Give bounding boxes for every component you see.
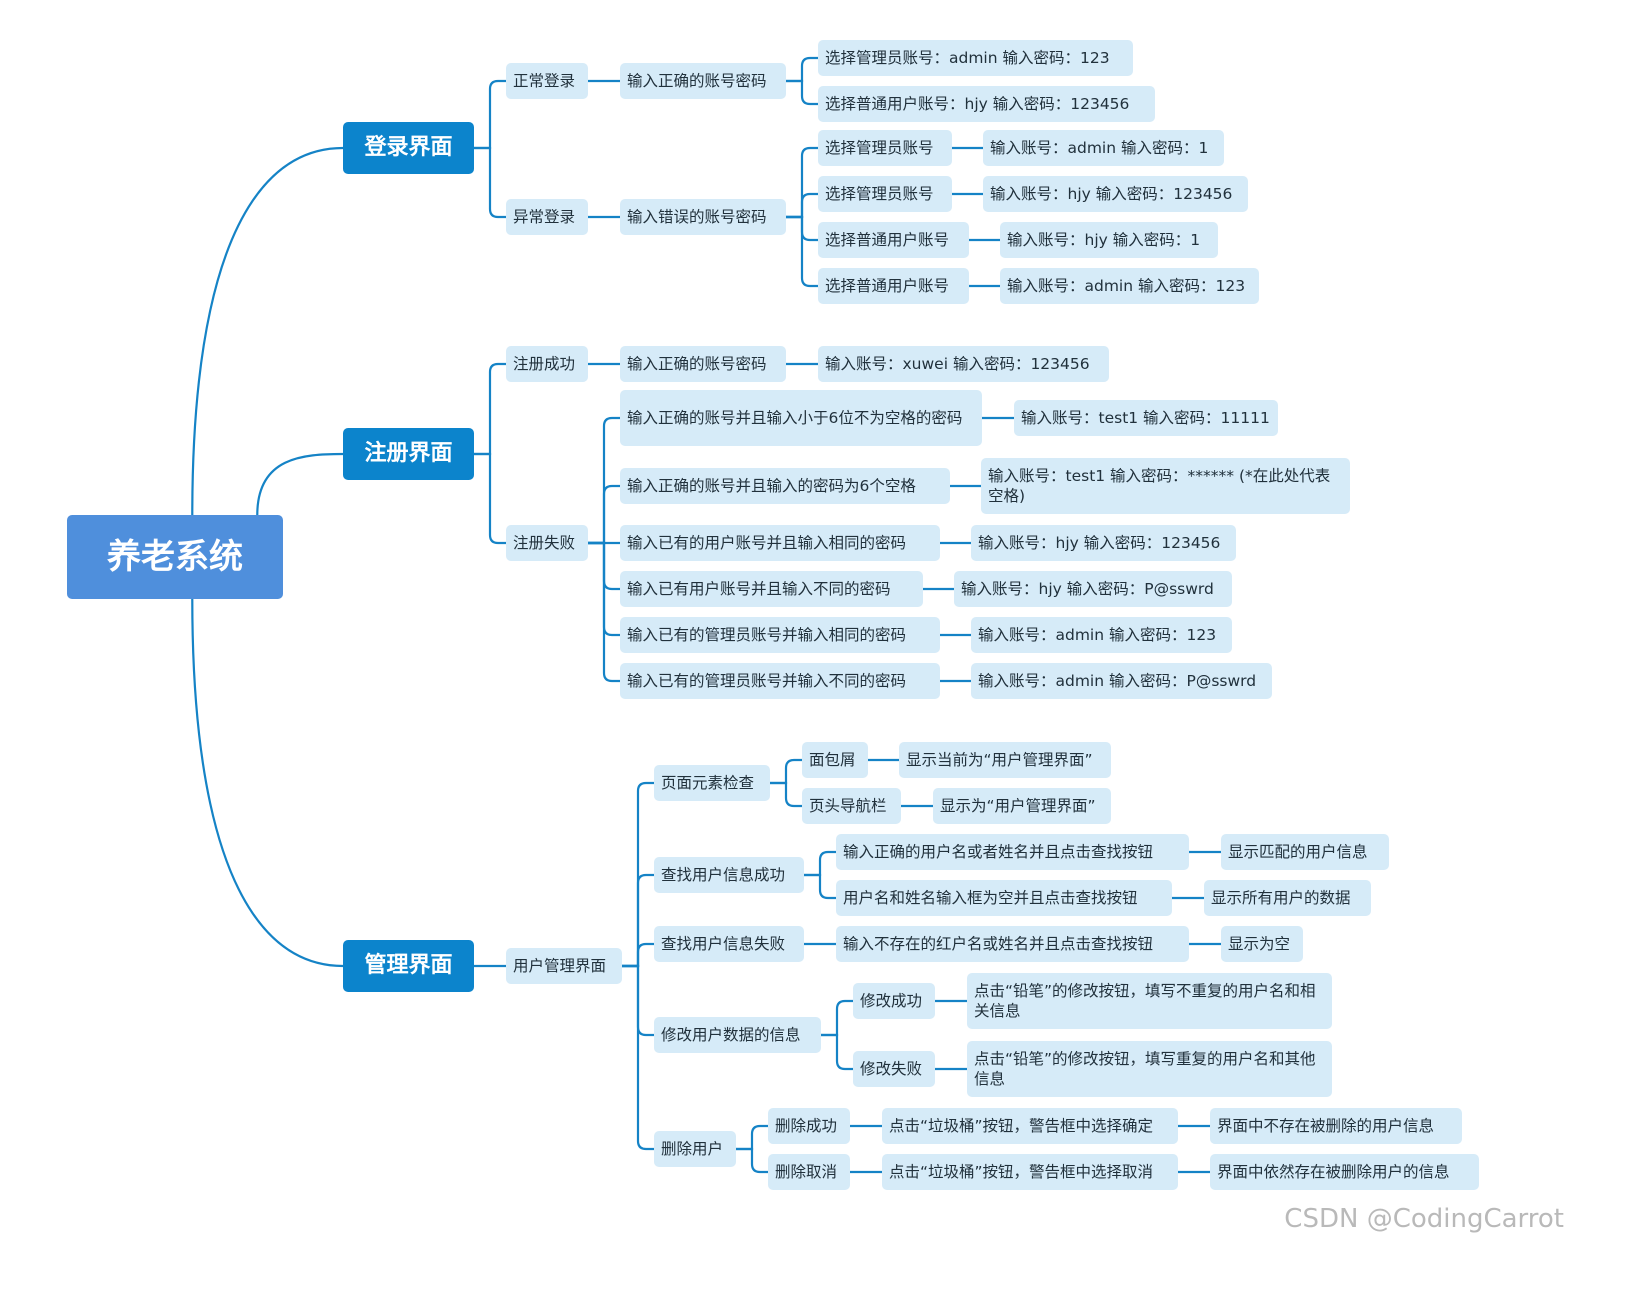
- link-branch-login-login-abnormal: [472, 146, 508, 219]
- link-branch-login-login-normal: [472, 79, 508, 150]
- link-login-abnormal-input-login-abnormal-type-2: [784, 192, 820, 219]
- search-fail-case[interactable]: 输入不存在的红户名或姓名并且点击查找按钮: [836, 926, 1189, 962]
- link-branch-register-register-fail: [472, 452, 508, 545]
- register-fail-input-5[interactable]: 输入已有的管理员账号并输入相同的密码: [620, 617, 940, 653]
- search-success-result-2[interactable]: 显示所有用户的数据: [1204, 880, 1371, 916]
- link-user-manage-page-search-fail: [620, 942, 656, 968]
- delete-success-action[interactable]: 点击“垃圾桶”按钮，警告框中选择确定: [882, 1108, 1178, 1144]
- modify-user-data[interactable]: 修改用户数据的信息: [654, 1017, 821, 1053]
- link-modify-user-data-modify-fail: [819, 1033, 855, 1071]
- link-search-success-search-success-case-1: [802, 850, 838, 877]
- register-fail-input-6[interactable]: 输入已有的管理员账号并输入不同的密码: [620, 663, 940, 699]
- login-abnormal-input[interactable]: 输入错误的账号密码: [620, 199, 786, 235]
- register-success-detail[interactable]: 输入账号：xuwei 输入密码：123456: [818, 346, 1109, 382]
- register-fail-detail-3[interactable]: 输入账号：hjy 输入密码：123456: [971, 525, 1236, 561]
- link-root-branch-login: [191, 146, 345, 517]
- check-header-nav-result[interactable]: 显示为“用户管理界面”: [933, 788, 1111, 824]
- modify-success-detail[interactable]: 点击“铅笔”的修改按钮，填写不重复的用户名和相关信息: [967, 973, 1332, 1029]
- check-breadcrumb-result[interactable]: 显示当前为“用户管理界面”: [899, 742, 1111, 778]
- login-abnormal-detail-3[interactable]: 输入账号：hjy 输入密码：1: [1000, 222, 1218, 258]
- user-manage-page[interactable]: 用户管理界面: [506, 948, 622, 984]
- login-abnormal-type-1[interactable]: 选择管理员账号: [818, 130, 952, 166]
- link-login-abnormal-input-login-abnormal-type-1: [784, 146, 820, 219]
- login-normal-input[interactable]: 输入正确的账号密码: [620, 63, 786, 99]
- login-normal[interactable]: 正常登录: [506, 63, 588, 99]
- link-modify-user-data-modify-success: [819, 999, 855, 1037]
- link-page-element-check-check-breadcrumb: [768, 758, 804, 785]
- watermark-text: CSDN @CodingCarrot: [1284, 1204, 1564, 1234]
- link-root-branch-register: [256, 452, 345, 517]
- link-login-normal-input-login-normal-case-admin: [784, 56, 820, 83]
- login-abnormal-detail-4[interactable]: 输入账号：admin 输入密码：123: [1000, 268, 1259, 304]
- link-login-normal-input-login-normal-case-user: [784, 79, 820, 106]
- search-success-result-1[interactable]: 显示匹配的用户信息: [1221, 834, 1389, 870]
- mindmap-canvas: 养老系统 登录界面 正常登录 输入正确的账号密码 选择管理员账号：admin 输…: [67, 40, 1564, 1234]
- register-fail-detail-2[interactable]: 输入账号：test1 输入密码：****** (*在此处代表空格): [981, 458, 1350, 514]
- register-fail-input-4[interactable]: 输入已有用户账号并且输入不同的密码: [620, 571, 923, 607]
- link-user-manage-page-modify-user-data: [620, 964, 656, 1037]
- link-user-manage-page-delete-user: [620, 964, 656, 1151]
- search-fail[interactable]: 查找用户信息失败: [654, 926, 804, 962]
- register-fail[interactable]: 注册失败: [506, 525, 588, 561]
- root-node[interactable]: 养老系统: [67, 515, 283, 599]
- search-success-case-1[interactable]: 输入正确的用户名或者姓名并且点击查找按钮: [836, 834, 1189, 870]
- login-normal-case-user[interactable]: 选择普通用户账号：hjy 输入密码：123456: [818, 86, 1155, 122]
- link-delete-user-delete-success: [734, 1124, 770, 1151]
- search-fail-result[interactable]: 显示为空: [1221, 926, 1303, 962]
- link-user-manage-page-search-success: [620, 873, 656, 968]
- register-fail-input-1[interactable]: 输入正确的账号并且输入小于6位不为空格的密码: [620, 390, 982, 446]
- link-register-fail-register-fail-input-4: [586, 541, 622, 591]
- register-success[interactable]: 注册成功: [506, 346, 588, 382]
- link-register-fail-register-fail-input-2: [586, 484, 622, 545]
- login-abnormal-type-4[interactable]: 选择普通用户账号: [818, 268, 969, 304]
- link-page-element-check-check-header-nav: [768, 781, 804, 808]
- delete-cancel-result[interactable]: 界面中依然存在被删除用户的信息: [1210, 1154, 1479, 1190]
- search-success[interactable]: 查找用户信息成功: [654, 857, 804, 893]
- modify-success[interactable]: 修改成功: [853, 983, 935, 1019]
- login-abnormal-detail-1[interactable]: 输入账号：admin 输入密码：1: [983, 130, 1224, 166]
- delete-success[interactable]: 删除成功: [768, 1108, 850, 1144]
- register-fail-input-2[interactable]: 输入正确的账号并且输入的密码为6个空格: [620, 468, 950, 504]
- page-element-check[interactable]: 页面元素检查: [654, 765, 770, 801]
- link-search-success-search-success-case-2: [802, 873, 838, 900]
- register-fail-detail-1[interactable]: 输入账号：test1 输入密码：11111: [1014, 400, 1278, 436]
- link-login-abnormal-input-login-abnormal-type-4: [784, 215, 820, 288]
- link-user-manage-page-page-element-check: [620, 781, 656, 968]
- modify-fail-detail[interactable]: 点击“铅笔”的修改按钮，填写重复的用户名和其他信息: [967, 1041, 1332, 1097]
- login-abnormal-type-3[interactable]: 选择普通用户账号: [818, 222, 969, 258]
- link-register-fail-register-fail-input-5: [586, 541, 622, 637]
- delete-cancel-action[interactable]: 点击“垃圾桶”按钮，警告框中选择取消: [882, 1154, 1178, 1190]
- register-fail-input-3[interactable]: 输入已有的用户账号并且输入相同的密码: [620, 525, 940, 561]
- check-header-nav[interactable]: 页头导航栏: [802, 788, 901, 824]
- branch-manage[interactable]: 管理界面: [343, 940, 474, 992]
- link-register-fail-register-fail-input-6: [586, 541, 622, 683]
- register-fail-detail-6[interactable]: 输入账号：admin 输入密码：P@sswrd: [971, 663, 1272, 699]
- link-login-abnormal-input-login-abnormal-type-3: [784, 215, 820, 242]
- search-success-case-2[interactable]: 用户名和姓名输入框为空并且点击查找按钮: [836, 880, 1172, 916]
- delete-success-result[interactable]: 界面中不存在被删除的用户信息: [1210, 1108, 1462, 1144]
- register-fail-detail-4[interactable]: 输入账号：hjy 输入密码：P@sswrd: [954, 571, 1232, 607]
- link-register-fail-register-fail-input-1: [586, 416, 622, 545]
- delete-cancel[interactable]: 删除取消: [768, 1154, 850, 1190]
- register-fail-detail-5[interactable]: 输入账号：admin 输入密码：123: [971, 617, 1232, 653]
- check-breadcrumb[interactable]: 面包屑: [802, 742, 868, 778]
- branch-register[interactable]: 注册界面: [343, 428, 474, 480]
- login-abnormal-type-2[interactable]: 选择管理员账号: [818, 176, 952, 212]
- register-success-input[interactable]: 输入正确的账号密码: [620, 346, 786, 382]
- link-branch-register-register-success: [472, 362, 508, 456]
- branch-login[interactable]: 登录界面: [343, 122, 474, 174]
- link-delete-user-delete-cancel: [734, 1147, 770, 1174]
- delete-user[interactable]: 删除用户: [654, 1131, 736, 1167]
- login-abnormal[interactable]: 异常登录: [506, 199, 588, 235]
- modify-fail[interactable]: 修改失败: [853, 1051, 935, 1087]
- login-normal-case-admin[interactable]: 选择管理员账号：admin 输入密码：123: [818, 40, 1133, 76]
- link-root-branch-manage: [191, 597, 345, 968]
- login-abnormal-detail-2[interactable]: 输入账号：hjy 输入密码：123456: [983, 176, 1248, 212]
